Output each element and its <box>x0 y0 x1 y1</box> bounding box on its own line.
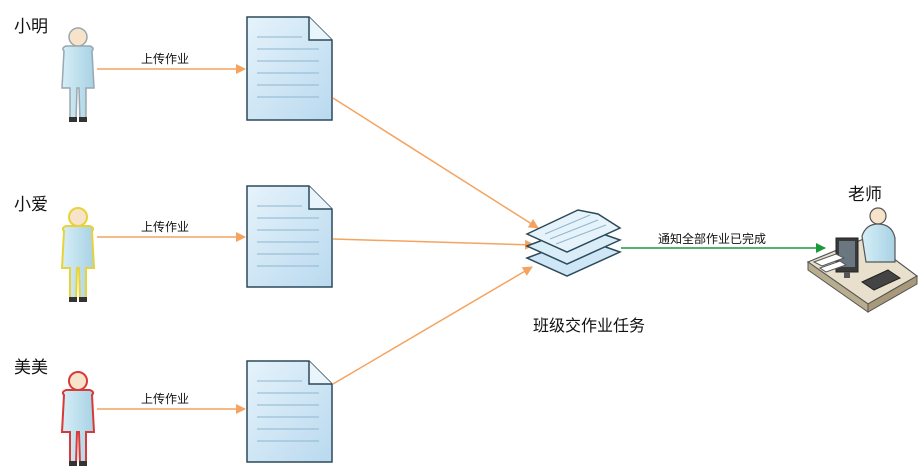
merge-arrow-3 <box>332 266 533 385</box>
person-icon-meimei <box>60 371 96 466</box>
document-icon-2 <box>246 185 333 288</box>
upload-label-2: 上传作业 <box>141 220 190 234</box>
document-icon-3 <box>246 360 333 463</box>
upload-label-3: 上传作业 <box>141 392 190 406</box>
teacher-label: 老师 <box>848 185 882 205</box>
document-icon-1 <box>246 16 333 121</box>
student-name-2: 小爱 <box>14 195 48 215</box>
merge-arrow-2 <box>332 238 535 250</box>
student-name-3: 美美 <box>14 358 48 378</box>
task-label: 班级交作业任务 <box>533 316 646 335</box>
person-icon-xiaoming <box>61 27 95 122</box>
notify-label: 通知全部作业已完成 <box>658 232 767 246</box>
person-icon-xiaoai <box>60 207 96 302</box>
upload-label-1: 上传作业 <box>141 52 190 66</box>
teacher-at-desk-icon <box>806 207 919 313</box>
student-name-1: 小明 <box>14 17 48 37</box>
merge-arrow-1 <box>332 97 539 229</box>
stacked-documents-icon <box>525 209 623 277</box>
